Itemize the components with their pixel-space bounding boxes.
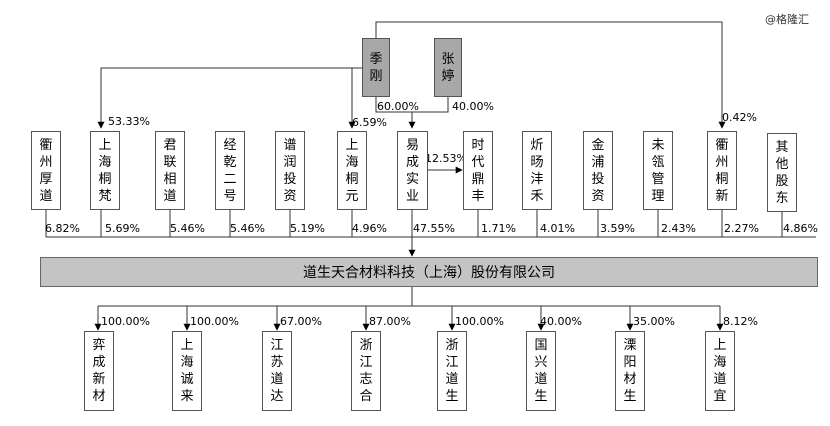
subsidiary-pct: 100.00%: [455, 315, 504, 328]
shareholder-name: 衢州桐新: [715, 137, 729, 204]
pct-jigang-tongfan: 53.33%: [108, 115, 150, 128]
shareholder-box: 谱润投资: [275, 131, 305, 210]
controller-zhangting-pct: 40.00%: [452, 100, 494, 113]
controller-zhangting: 张 婷: [434, 38, 462, 97]
shareholder-pct: 5.46%: [170, 222, 205, 235]
controller-jigang: 季 刚: [362, 38, 390, 97]
subsidiary-pct: 67.00%: [280, 315, 322, 328]
controller-jigang-label: 季 刚: [369, 51, 383, 84]
shareholder-pct: 4.86%: [783, 222, 818, 235]
shareholder-pct: 1.71%: [481, 222, 516, 235]
watermark-label: @格隆汇: [765, 13, 809, 26]
shareholder-pct: 5.69%: [105, 222, 140, 235]
controller-jigang-pct: 60.00%: [377, 100, 419, 113]
shareholder-name: 易成实业: [405, 137, 419, 204]
shareholder-name: 其他股东: [775, 139, 789, 206]
shareholder-box: 经乾二号: [215, 131, 245, 210]
shareholder-box: 衢州厚道: [31, 131, 61, 210]
shareholder-box: 上海桐元: [337, 131, 367, 210]
subsidiary-pct: 8.12%: [723, 315, 758, 328]
shareholder-name: 上海桐元: [345, 137, 359, 204]
subsidiary-box: 浙江志合: [351, 331, 381, 411]
shareholder-box: 未瓴管理: [643, 131, 673, 210]
subsidiary-pct: 40.00%: [540, 315, 582, 328]
shareholder-name: 炘旸沣禾: [530, 137, 544, 204]
shareholder-pct: 6.82%: [45, 222, 80, 235]
subsidiary-box: 上海诚来: [172, 331, 202, 411]
shareholder-box: 上海桐梵: [90, 131, 120, 210]
subsidiary-pct: 35.00%: [633, 315, 675, 328]
controller-zhangting-label: 张 婷: [441, 51, 455, 84]
subsidiary-name: 弈成新材: [92, 338, 106, 404]
subsidiary-name: 上海道宜: [713, 338, 727, 404]
shareholder-name: 时代鼎丰: [471, 137, 485, 204]
subsidiary-box: 弈成新材: [84, 331, 114, 411]
subsidiary-name: 江苏道达: [270, 338, 284, 404]
shareholder-pct: 5.46%: [230, 222, 265, 235]
subsidiary-box: 浙江道生: [437, 331, 467, 411]
shareholder-box: 金浦投资: [583, 131, 613, 210]
subsidiary-pct: 100.00%: [190, 315, 239, 328]
subsidiary-name: 浙江志合: [359, 338, 373, 404]
subsidiary-name: 国兴道生: [534, 338, 548, 404]
shareholder-name: 君联相道: [163, 137, 177, 204]
shareholder-pct: 2.27%: [724, 222, 759, 235]
shareholder-name: 衢州厚道: [39, 137, 53, 204]
shareholder-name: 谱润投资: [283, 137, 297, 204]
shareholder-pct: 5.19%: [290, 222, 325, 235]
pct-jigang-tongxin: 0.42%: [722, 111, 757, 124]
subsidiary-name: 上海诚来: [180, 338, 194, 404]
pct-yicheng-shidai: 12.53%: [425, 152, 467, 165]
shareholder-box: 时代鼎丰: [463, 131, 493, 210]
pct-jigang-tongyuan: 6.59%: [352, 116, 387, 129]
shareholder-name: 经乾二号: [223, 137, 237, 204]
subsidiary-pct: 87.00%: [369, 315, 411, 328]
subsidiary-box: 溧阳材生: [615, 331, 645, 411]
shareholder-pct: 3.59%: [600, 222, 635, 235]
company-box: 道生天合材料科技（上海）股份有限公司: [40, 257, 818, 287]
shareholder-box: 衢州桐新: [707, 131, 737, 210]
subsidiary-name: 溧阳材生: [623, 338, 637, 404]
subsidiary-box: 国兴道生: [526, 331, 556, 411]
shareholder-pct: 4.96%: [352, 222, 387, 235]
shareholder-box: 君联相道: [155, 131, 185, 210]
shareholder-pct: 47.55%: [413, 222, 455, 235]
shareholder-box: 炘旸沣禾: [522, 131, 552, 210]
shareholder-name: 上海桐梵: [98, 137, 112, 204]
shareholder-pct: 4.01%: [540, 222, 575, 235]
subsidiary-pct: 100.00%: [101, 315, 150, 328]
subsidiary-box: 江苏道达: [262, 331, 292, 411]
company-name: 道生天合材料科技（上海）股份有限公司: [303, 265, 555, 281]
subsidiary-box: 上海道宜: [705, 331, 735, 411]
shareholder-box: 其他股东: [767, 133, 797, 212]
shareholder-pct: 2.43%: [661, 222, 696, 235]
shareholder-name: 金浦投资: [591, 137, 605, 204]
shareholder-name: 未瓴管理: [651, 137, 665, 204]
shareholder-box: 易成实业: [397, 131, 428, 210]
subsidiary-name: 浙江道生: [445, 338, 459, 404]
